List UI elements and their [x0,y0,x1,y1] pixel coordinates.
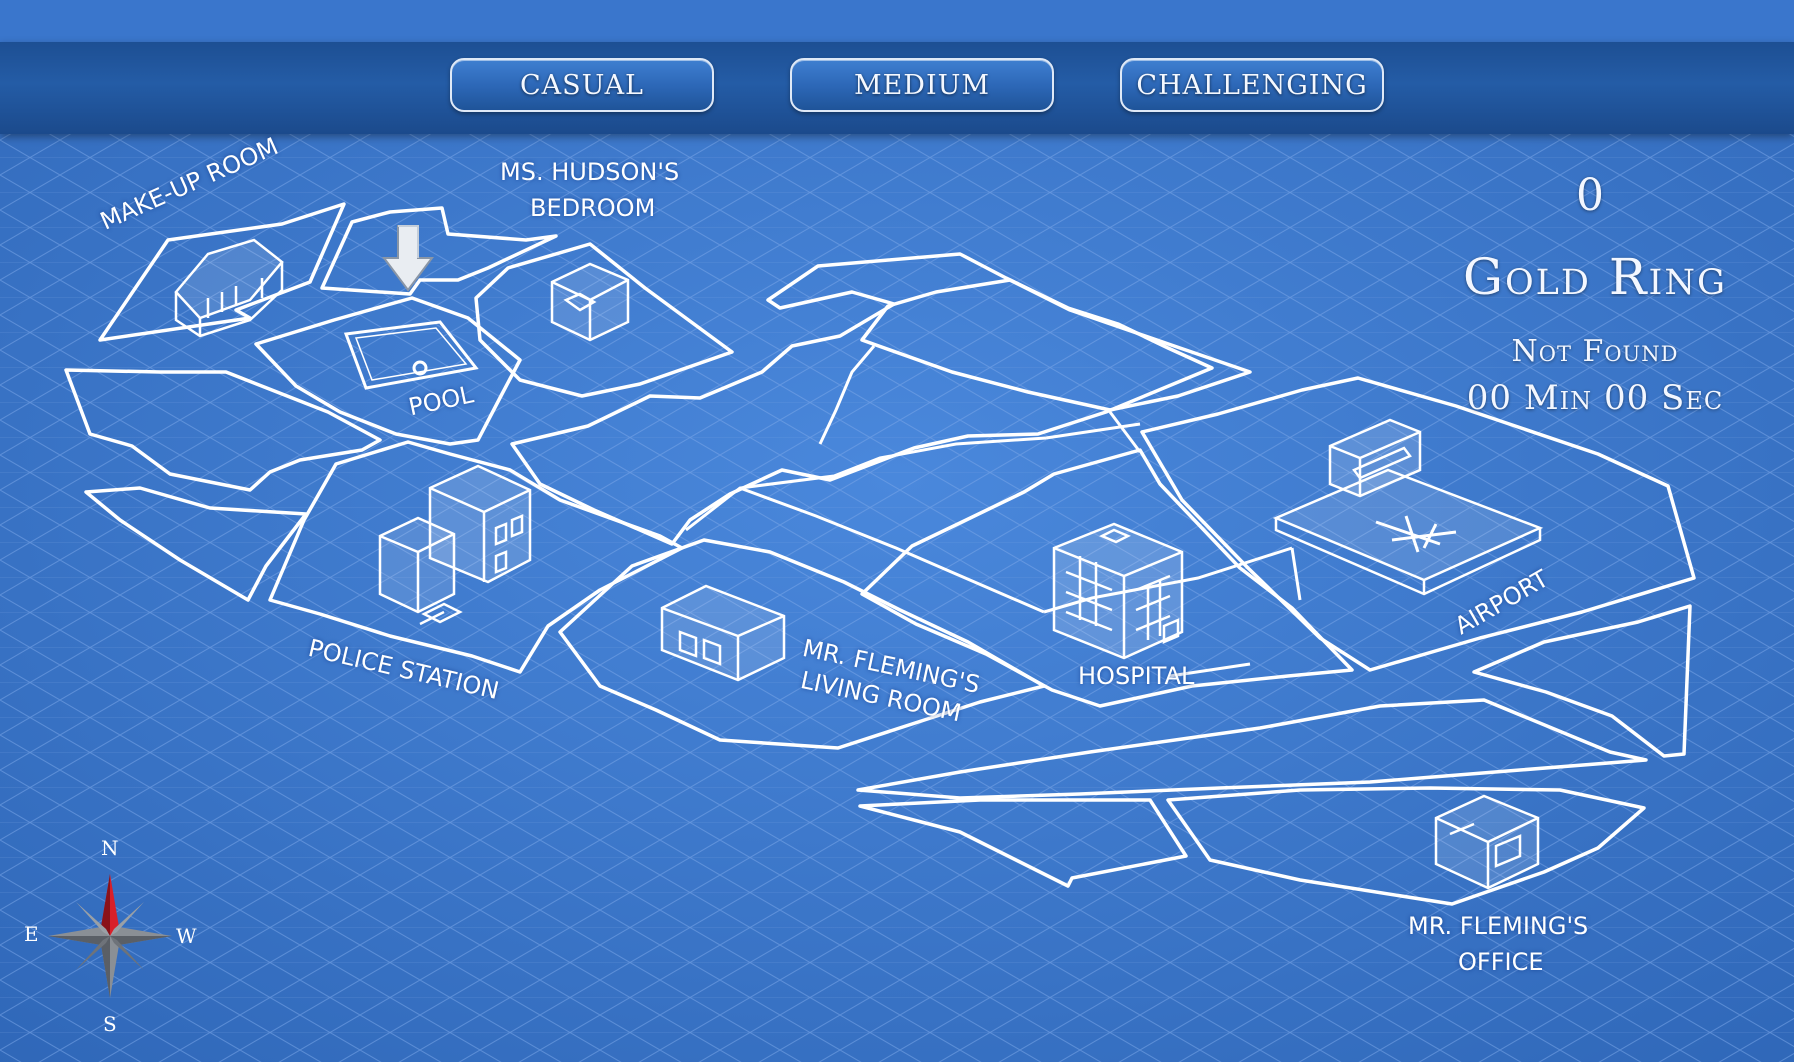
compass-east-label: E [24,922,39,946]
compass-west-label: W [176,924,197,948]
compass-north-label: N [101,836,119,860]
casual-button[interactable]: CASUAL [450,58,714,112]
district-makeup-room[interactable] [98,202,346,342]
office-box-icon [1434,794,1540,890]
district-south-west[interactable] [858,798,1188,888]
district-airport[interactable] [1140,376,1696,672]
district-pool[interactable] [254,296,522,446]
living-room-building-icon [660,584,786,682]
timer: 00 Min 00 Sec [1466,378,1724,418]
top-strip [0,0,1794,42]
makeup-room-house-icon [174,238,284,338]
item-name: Gold Ring [1463,248,1727,306]
compass-rose-icon [48,874,172,998]
location-arrow-icon[interactable] [382,225,434,292]
police-station-building-icon [378,464,532,626]
district-fleming-office[interactable] [1166,786,1646,906]
medium-button[interactable]: MEDIUM [790,58,1054,112]
district-hospital[interactable] [860,448,1354,708]
district-northeast[interactable] [860,278,1252,412]
item-status: Not Found [1511,334,1679,369]
district-hudson-block[interactable] [474,242,734,398]
item-count: 0 [1576,170,1604,221]
challenging-button[interactable]: CHALLENGING [1120,58,1384,112]
pool-icon [343,320,479,390]
district-west-low[interactable] [84,486,308,602]
road-lines [685,345,1302,678]
district-west-strip[interactable] [64,368,382,492]
label-fleming-office-line1[interactable]: MR. FLEMING'S [1408,912,1589,940]
district-hudson-bedroom[interactable] [320,206,558,296]
hospital-building-icon [1052,522,1184,660]
label-hudson-bedroom-line2[interactable]: BEDROOM [530,194,656,222]
label-fleming-office-line2[interactable]: OFFICE [1458,948,1544,976]
airport-terminal-icon [1272,418,1544,596]
bedroom-box-icon [550,262,630,342]
district-east-strip[interactable] [1472,604,1692,758]
district-south-road[interactable] [856,698,1648,800]
label-hospital[interactable]: HOSPITAL [1078,662,1195,690]
label-hudson-bedroom-line1[interactable]: MS. HUDSON'S [500,158,680,186]
compass-south-label: S [103,1012,117,1036]
